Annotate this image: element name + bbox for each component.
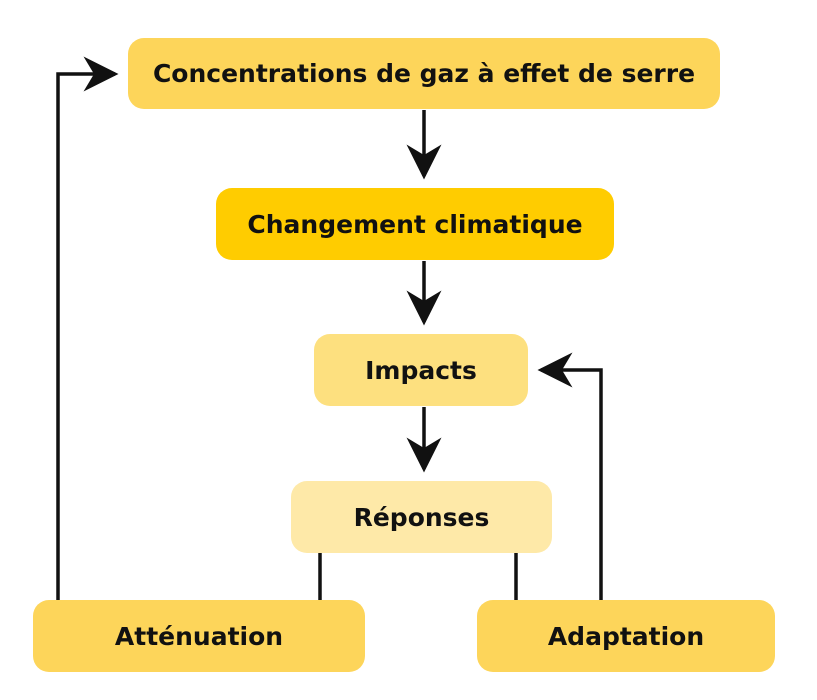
- node-label: Impacts: [365, 355, 477, 385]
- node-adaptation: Adaptation: [477, 600, 775, 672]
- arrow-adaptation-to-impacts: [537, 352, 603, 600]
- node-concentrations-gaz-effet-serre: Concentrations de gaz à effet de serre: [128, 38, 720, 109]
- node-attenuation: Atténuation: [33, 600, 365, 672]
- arrow-attenuation-to-concentrations: [56, 56, 119, 600]
- node-label: Concentrations de gaz à effet de serre: [152, 59, 696, 88]
- node-impacts: Impacts: [314, 334, 528, 406]
- node-changement-climatique: Changement climatique: [216, 188, 614, 260]
- node-label: Changement climatique: [247, 209, 583, 239]
- node-label: Réponses: [353, 502, 490, 532]
- node-label: Adaptation: [547, 621, 705, 651]
- node-label: Atténuation: [114, 621, 284, 651]
- node-reponses: Réponses: [291, 481, 552, 553]
